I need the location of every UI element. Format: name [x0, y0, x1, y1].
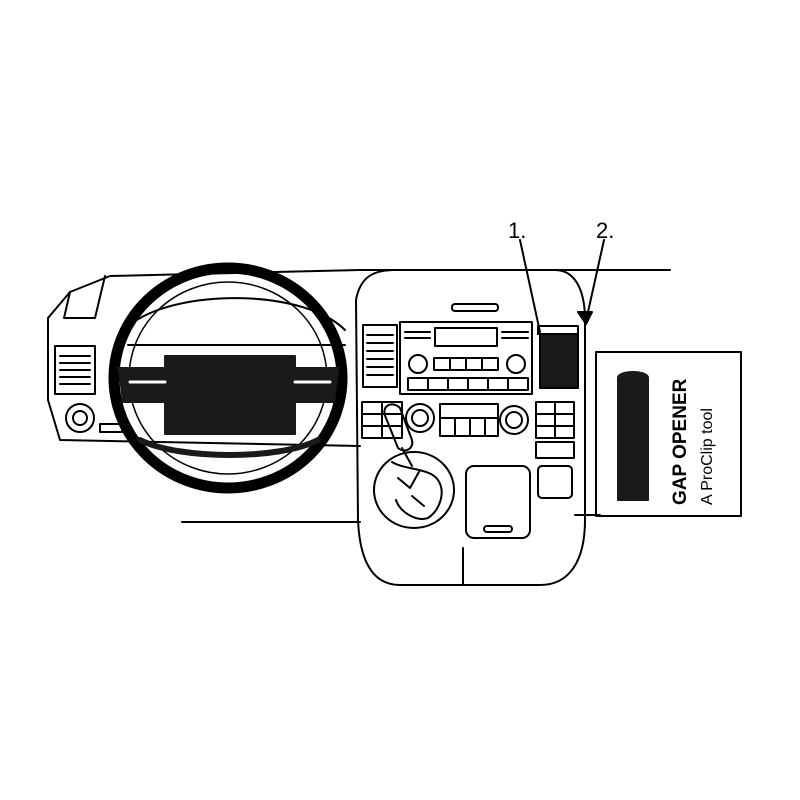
gear-stick [373, 403, 455, 529]
center-console [355, 269, 586, 586]
left-air-vent [54, 345, 96, 395]
gap-opener-subtitle: A ProClip tool [699, 408, 716, 505]
mounted-holder [537, 325, 579, 389]
gap-opener-tool-icon [617, 371, 649, 501]
light-switch-knob [65, 403, 123, 433]
radio-unit [399, 321, 533, 395]
gap-opener-title: GAP OPENER [670, 378, 691, 505]
callout-label-one: 1. [508, 218, 526, 243]
center-air-vent-left [362, 324, 398, 388]
gap-opener-tool-box [595, 351, 742, 517]
callout-pointer-one [519, 239, 541, 333]
climate-controls [361, 401, 575, 459]
callout-label-two: 2. [596, 218, 614, 243]
steering-wheel [108, 262, 348, 494]
callout-pointer-two [577, 239, 605, 325]
storage-compartment [465, 465, 573, 539]
